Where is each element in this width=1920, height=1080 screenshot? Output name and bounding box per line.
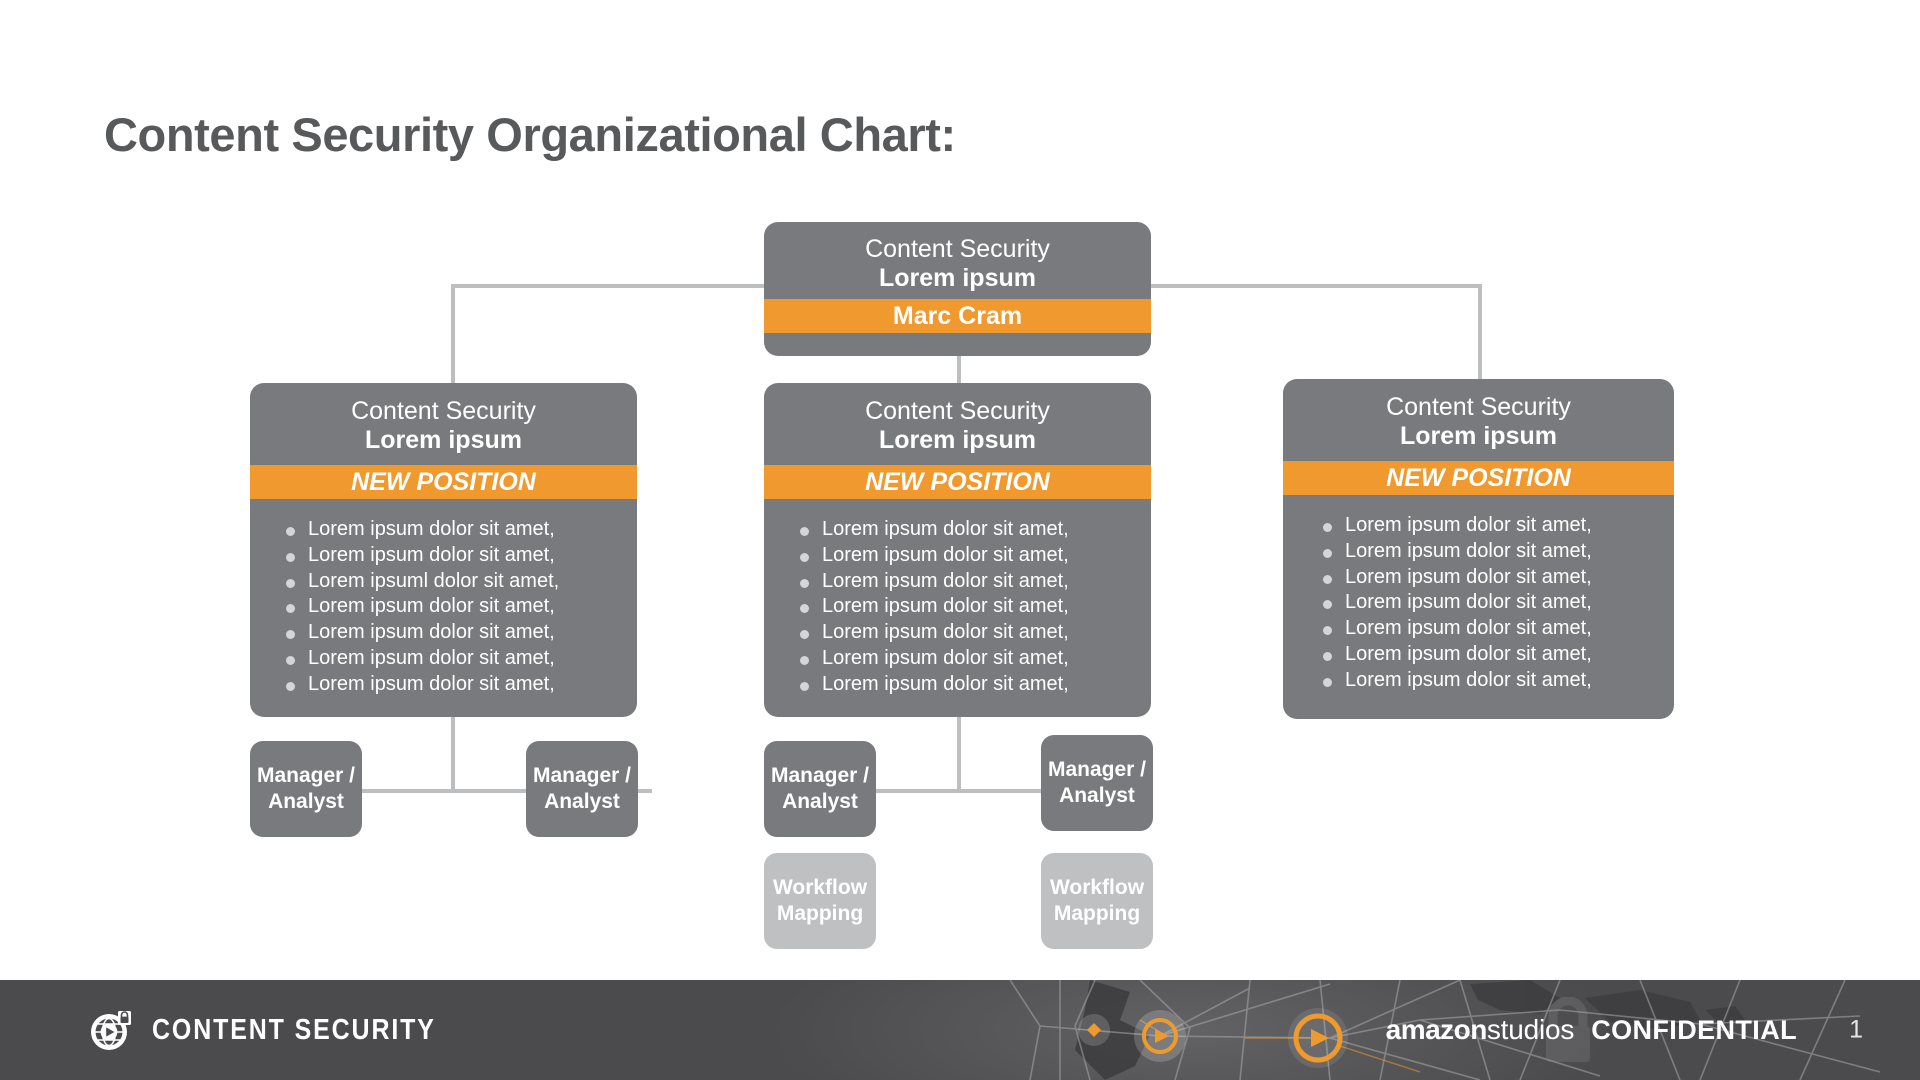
org-node-column-2-subtitle: Lorem ipsum: [879, 426, 1036, 454]
org-node-column-3-title: Content Security: [1386, 393, 1571, 421]
org-leaf-label-line2: Analyst: [544, 790, 620, 813]
list-item: Lorem ipsum dolor sit amet,: [798, 517, 1151, 543]
org-leaf-col2-manager-right[interactable]: Manager / Analyst: [1041, 735, 1153, 831]
org-leaf-label-line2: Analyst: [268, 790, 344, 813]
connector-root-to-left-column: [451, 284, 455, 385]
org-node-column-1-bullet-list: Lorem ipsum dolor sit amet, Lorem ipsum …: [250, 499, 637, 716]
org-leaf-label-line1: Manager /: [532, 764, 632, 788]
list-item: Lorem ipsum dolor sit amet,: [798, 672, 1151, 698]
org-node-column-3[interactable]: Content Security Lorem ipsum NEW POSITIO…: [1283, 379, 1674, 719]
org-leaf-col1-manager-right[interactable]: Manager / Analyst: [526, 741, 638, 837]
connector-root-to-right-column: [1478, 284, 1482, 385]
org-node-column-2[interactable]: Content Security Lorem ipsum NEW POSITIO…: [764, 383, 1151, 717]
org-leaf-label-line1: Workflow: [772, 876, 868, 900]
page-number: 1: [1849, 1015, 1863, 1044]
org-node-root-title: Content Security: [865, 235, 1050, 263]
connector-root-to-center-column: [957, 350, 961, 385]
page-title: Content Security Organizational Chart:: [104, 108, 956, 161]
org-node-root-name-band: Marc Cram: [764, 299, 1151, 333]
org-node-column-1-title: Content Security: [351, 397, 536, 425]
org-node-column-2-status-band: NEW POSITION: [764, 465, 1151, 499]
list-item: Lorem ipsum dolor sit amet,: [1321, 616, 1674, 642]
list-item: Lorem ipsum dolor sit amet,: [798, 569, 1151, 595]
org-node-column-3-bullet-list: Lorem ipsum dolor sit amet, Lorem ipsum …: [1283, 495, 1674, 712]
list-item: Lorem ipsum dolor sit amet,: [798, 594, 1151, 620]
org-leaf-label-line1: Manager /: [256, 764, 356, 788]
org-leaf-label-line1: Manager /: [770, 764, 870, 788]
org-leaf-col2-workflow-left[interactable]: Workflow Mapping: [764, 853, 876, 949]
amazon-wordmark-bold: amazon: [1385, 1014, 1488, 1045]
org-node-column-2-bullet-list: Lorem ipsum dolor sit amet, Lorem ipsum …: [764, 499, 1151, 716]
connector-col1-stem: [451, 716, 455, 791]
org-leaf-col2-manager-left[interactable]: Manager / Analyst: [764, 741, 876, 837]
org-leaf-label-line2: Analyst: [1059, 784, 1135, 807]
org-node-column-3-subtitle: Lorem ipsum: [1400, 422, 1557, 450]
footer-brand-label: CONTENT SECURITY: [152, 1013, 436, 1046]
confidential-label: CONFIDENTIAL: [1591, 1015, 1797, 1045]
org-node-column-3-header: Content Security Lorem ipsum: [1283, 379, 1674, 461]
org-node-column-1[interactable]: Content Security Lorem ipsum NEW POSITIO…: [250, 383, 637, 717]
org-node-column-1-subtitle: Lorem ipsum: [365, 426, 522, 454]
connector-col2-bar: [820, 789, 1120, 793]
list-item: Lorem ipsum dolor sit amet,: [284, 620, 637, 646]
org-leaf-label-line1: Workflow: [1049, 876, 1145, 900]
lock-watermark-icon: [1546, 997, 1590, 1062]
list-item: Lorem ipsum dolor sit amet,: [284, 543, 637, 569]
org-node-column-2-title: Content Security: [865, 397, 1050, 425]
org-leaf-col1-manager-left[interactable]: Manager / Analyst: [250, 741, 362, 837]
list-item: Lorem ipsum dolor sit amet,: [1321, 565, 1674, 591]
connector-col2-stem: [957, 716, 961, 791]
list-item: Lorem ipsum dolor sit amet,: [284, 646, 637, 672]
footer-network-graphic: [0, 980, 1920, 1080]
footer-bar: CONTENT SECURITY amazon studios CONFIDEN…: [0, 980, 1920, 1080]
org-node-column-3-status-band: NEW POSITION: [1283, 461, 1674, 495]
list-item: Lorem ipsum dolor sit amet,: [1321, 590, 1674, 616]
list-item: Lorem ipsum dolor sit amet,: [284, 517, 637, 543]
list-item: Lorem ipsum dolor sit amet,: [798, 543, 1151, 569]
org-leaf-label-line2: Mapping: [1053, 902, 1141, 925]
org-node-root[interactable]: Content Security Lorem ipsum Marc Cram: [764, 222, 1151, 356]
list-item: Lorem ipsum dolor sit amet,: [798, 646, 1151, 672]
list-item: Lorem ipsum dolor sit amet,: [284, 672, 637, 698]
list-item: Lorem ipsum dolor sit amet,: [798, 620, 1151, 646]
list-item: Lorem ipsum dolor sit amet,: [1321, 642, 1674, 668]
footer-brand: CONTENT SECURITY: [88, 1007, 482, 1053]
org-leaf-label-line1: Manager /: [1047, 758, 1147, 782]
list-item: Lorem ipsum dolor sit amet,: [284, 594, 637, 620]
studios-wordmark-light: studios: [1486, 1014, 1575, 1045]
org-leaf-col2-workflow-right[interactable]: Workflow Mapping: [1041, 853, 1153, 949]
connector-col1-bar: [304, 789, 652, 793]
org-leaf-label-line2: Mapping: [776, 902, 864, 925]
list-item: Lorem ipsum dolor sit amet,: [1321, 513, 1674, 539]
list-item: Lorem ipsuml dolor sit amet,: [284, 569, 637, 595]
org-leaf-label-line2: Analyst: [782, 790, 858, 813]
amazon-studios-wordmark: amazon studios CONFIDENTIAL: [1386, 1014, 1797, 1046]
org-node-root-subtitle: Lorem ipsum: [879, 264, 1036, 292]
content-security-logo-icon: [91, 1011, 131, 1050]
org-node-column-1-header: Content Security Lorem ipsum: [250, 383, 637, 465]
org-node-column-1-status-band: NEW POSITION: [250, 465, 637, 499]
list-item: Lorem ipsum dolor sit amet,: [1321, 668, 1674, 694]
org-node-column-2-header: Content Security Lorem ipsum: [764, 383, 1151, 465]
list-item: Lorem ipsum dolor sit amet,: [1321, 539, 1674, 565]
org-node-root-header: Content Security Lorem ipsum: [764, 222, 1151, 299]
